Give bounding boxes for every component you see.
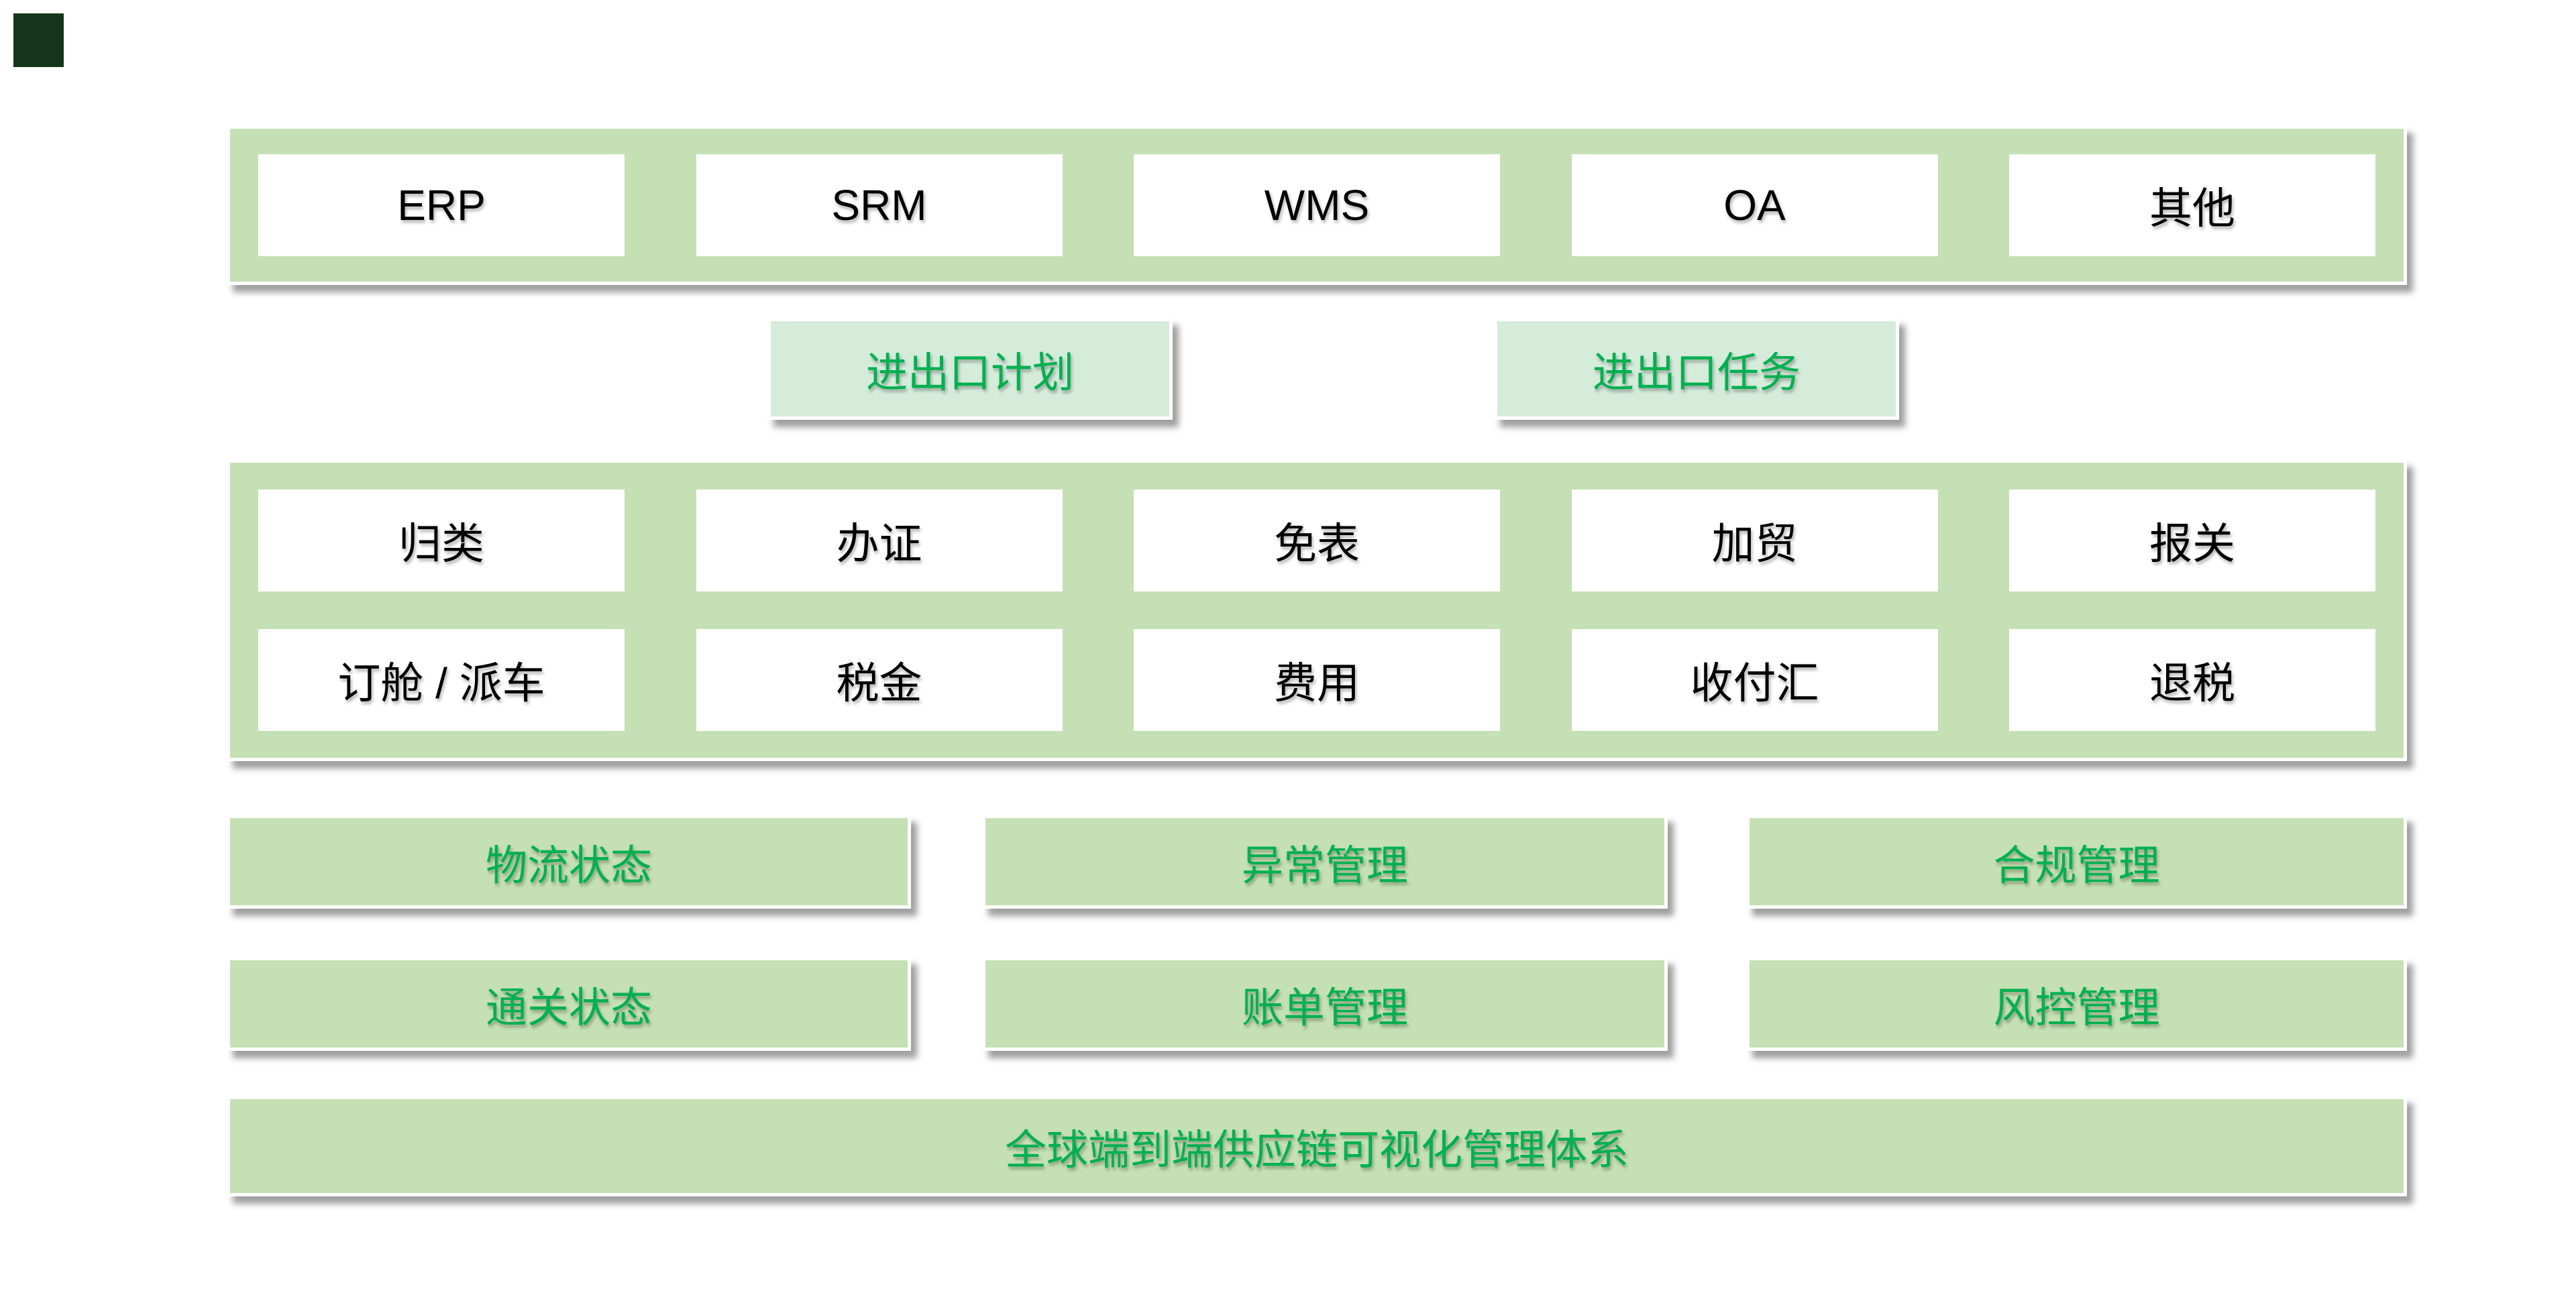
function-box-processing-trade: 加贸 xyxy=(1571,490,1938,591)
status-box-logistics-status: 物流状态 xyxy=(227,815,911,909)
systems-band: ERP SRM WMS OA 其他 xyxy=(227,125,2407,285)
function-box-expenses: 费用 xyxy=(1134,629,1500,731)
function-box-booking-dispatch: 订舱 / 派车 xyxy=(258,629,625,731)
function-box-exemption-form: 免表 xyxy=(1134,490,1500,591)
status-box-risk-control-mgmt: 风控管理 xyxy=(1746,957,2407,1051)
system-box-srm: SRM xyxy=(696,154,1063,256)
function-box-customs-declaration: 报关 xyxy=(2009,490,2375,591)
task-box-import-export-task: 进出口任务 xyxy=(1494,318,1899,420)
function-box-tax: 税金 xyxy=(696,629,1063,731)
system-box-erp: ERP xyxy=(258,154,625,256)
function-box-classification: 归类 xyxy=(258,490,625,591)
system-box-wms: WMS xyxy=(1134,154,1500,256)
functions-row-2: 订舱 / 派车 税金 费用 收付汇 退税 xyxy=(258,629,2375,731)
functions-row-1: 归类 办证 免表 加贸 报关 xyxy=(258,490,2375,591)
system-box-oa: OA xyxy=(1571,154,1938,256)
status-box-exception-mgmt: 异常管理 xyxy=(982,815,1668,909)
status-box-compliance-mgmt: 合规管理 xyxy=(1746,815,2407,909)
corner-marker xyxy=(13,13,64,67)
function-box-certificates: 办证 xyxy=(696,490,1063,591)
status-box-clearance-status: 通关状态 xyxy=(227,957,911,1051)
function-box-fx-settlement: 收付汇 xyxy=(1571,629,1938,731)
system-box-others: 其他 xyxy=(2009,154,2375,256)
status-box-billing-mgmt: 账单管理 xyxy=(982,957,1668,1051)
function-box-tax-refund: 退税 xyxy=(2009,629,2375,731)
visualization-banner: 全球端到端供应链可视化管理体系 xyxy=(227,1096,2407,1196)
functions-band: 归类 办证 免表 加贸 报关 订舱 / 派车 税金 费用 收付汇 退税 xyxy=(227,459,2407,761)
plan-box-import-export-plan: 进出口计划 xyxy=(767,318,1173,420)
